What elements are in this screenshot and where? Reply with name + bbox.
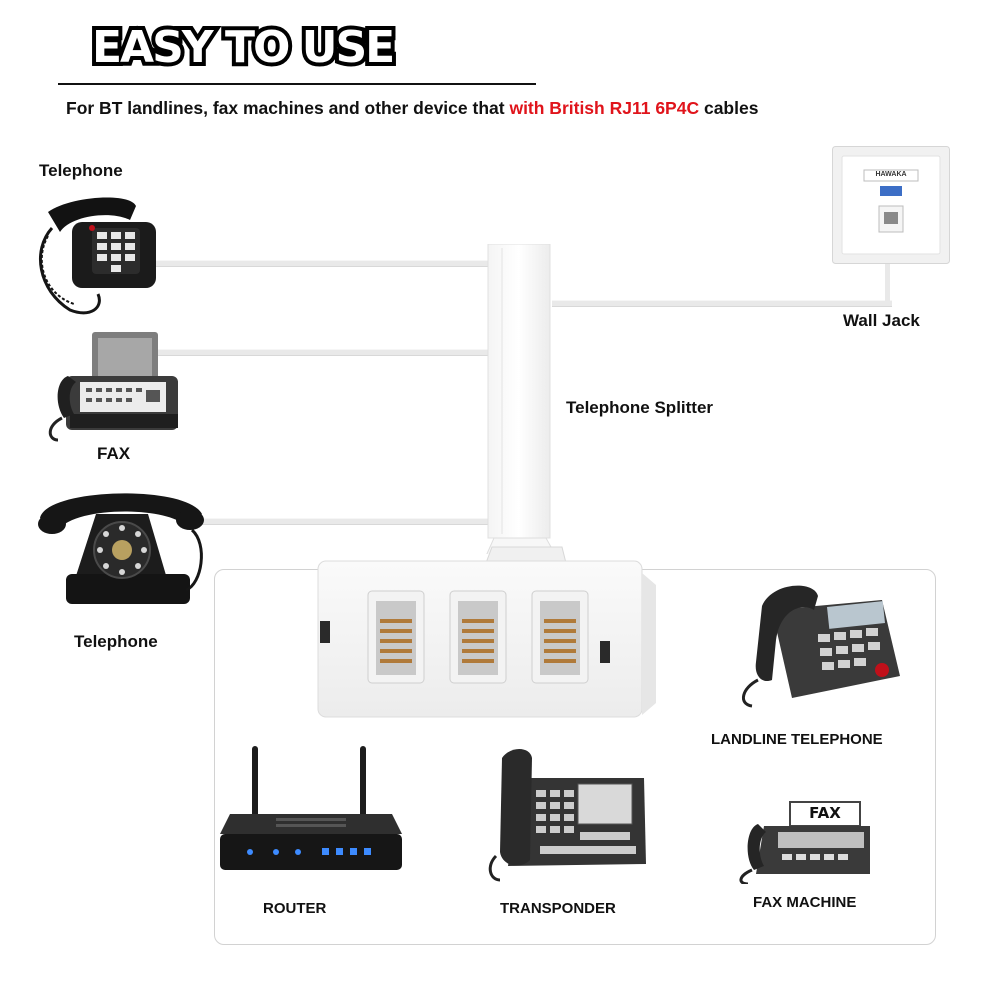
telephone-bottom-label: Telephone (74, 632, 158, 651)
push-button-telephone-icon (30, 190, 160, 320)
landline-telephone-icon (732, 580, 904, 710)
cable-wall-jack (552, 300, 892, 307)
fax-machine-panel-icon (734, 788, 874, 884)
cable-telephone-top (150, 260, 490, 267)
transponder-icon (480, 748, 650, 884)
headline: EASY TO USE (88, 18, 399, 77)
cable-telephone-bottom (200, 518, 490, 525)
fax-sign-text: FAX (809, 804, 841, 822)
subtitle-highlight: with British RJ11 6P4C (509, 98, 700, 118)
splitter-label: Telephone Splitter (566, 398, 714, 417)
fax-machine-label: FAX MACHINE (753, 894, 857, 911)
splitter-plug (486, 244, 552, 554)
fax-label: FAX (97, 444, 131, 463)
subtitle-prefix: For BT landlines, fax machines and other… (66, 98, 510, 118)
transponder-label: TRANSPONDER (500, 900, 616, 917)
wall-jack-brand: HAWAKA (875, 171, 907, 178)
headline-underline (58, 83, 536, 85)
router-icon (216, 744, 406, 874)
subtitle-suffix: cables (699, 98, 759, 118)
wall-jack-plate (832, 146, 950, 264)
fax-machine-icon (46, 330, 182, 446)
wall-jack-label: Wall Jack (843, 311, 920, 330)
splitter-socket-block (316, 545, 658, 719)
subtitle: For BT landlines, fax machines and other… (66, 98, 758, 119)
landline-telephone-label: LANDLINE TELEPHONE (711, 731, 883, 748)
telephone-top-label: Telephone (39, 161, 123, 180)
router-label: ROUTER (263, 900, 327, 917)
cable-wall-jack-drop (885, 258, 890, 304)
rotary-telephone-icon (36, 474, 206, 614)
cable-fax (158, 349, 490, 356)
